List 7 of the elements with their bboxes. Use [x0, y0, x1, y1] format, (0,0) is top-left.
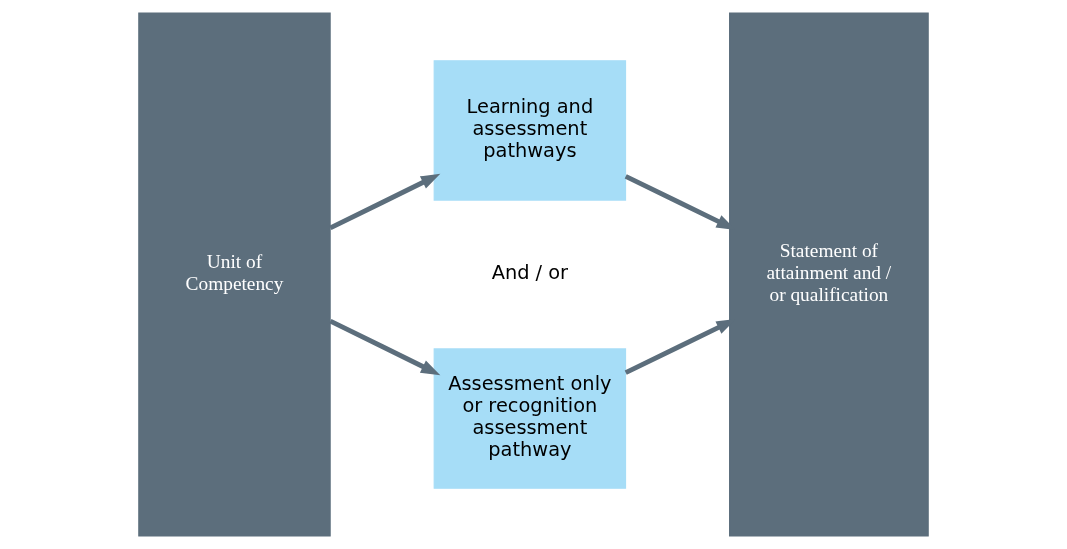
node-box: Statement of attainment and / or qualification	[729, 12, 929, 537]
node-box: Learning and assessment pathways	[433, 60, 627, 201]
label: And / or	[491, 261, 569, 285]
node-box: Unit of Competency	[138, 12, 331, 537]
node-box: Assessment only or recognition assessment pathway	[433, 348, 627, 489]
arrow	[329, 318, 441, 376]
arrow	[329, 173, 441, 231]
